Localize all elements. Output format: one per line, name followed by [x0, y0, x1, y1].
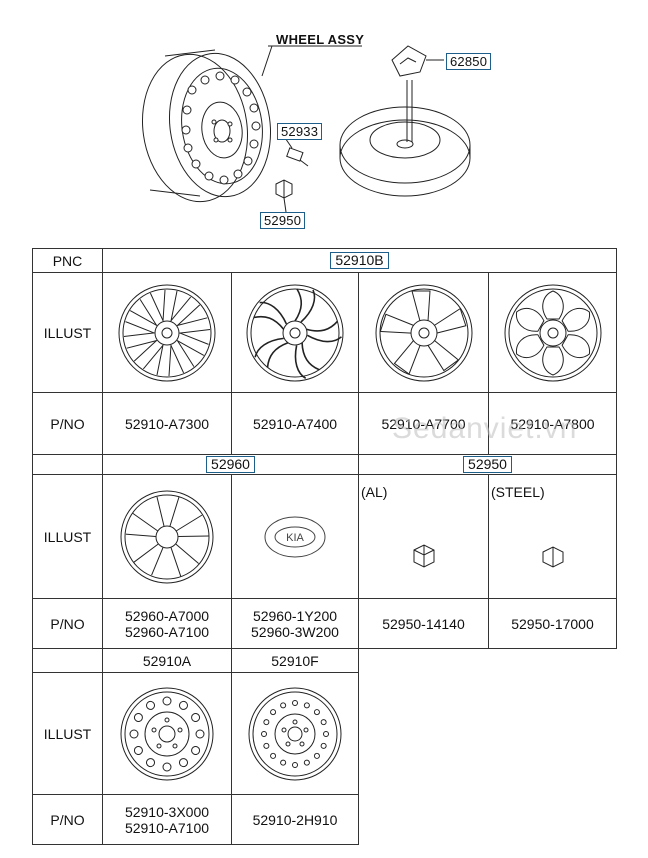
part-number[interactable]: 52960-A7000: [124, 607, 210, 624]
pnc-52910a[interactable]: 52910A: [102, 648, 232, 673]
part-number[interactable]: 52960-3W200: [251, 623, 339, 640]
part-number[interactable]: 52960-A7100: [124, 623, 210, 640]
tag-steel: (STEEL): [491, 483, 545, 500]
part-number[interactable]: 52960-1Y200: [252, 607, 338, 624]
alloy-wheel-icon[interactable]: [501, 281, 605, 385]
table-row: ILLUST: [32, 672, 617, 795]
row-label-pno: P/NO: [32, 392, 103, 455]
part-number[interactable]: 52910-A7700: [358, 392, 489, 455]
row-label-pno: P/NO: [32, 794, 103, 845]
alloy-wheel-icon[interactable]: [372, 281, 476, 385]
steel-wheel-2h910-cell: [231, 672, 359, 795]
wheel-assembly-illustration: [141, 45, 471, 213]
row-label-illust: ILLUST: [32, 672, 103, 795]
wheel-assy-label: WHEEL ASSY: [276, 32, 365, 47]
logo-text: KIA: [286, 532, 304, 544]
part-number[interactable]: 52950-17000: [488, 598, 617, 649]
part-number[interactable]: 52950-14140: [358, 598, 489, 649]
alloy-nut-cell: (AL): [358, 474, 489, 599]
part-number[interactable]: 52910-A7100: [124, 819, 210, 836]
steel-wheel-icon[interactable]: [245, 684, 345, 784]
table-row: 52910A 52910F: [32, 648, 617, 673]
wheel-cover-a7000-cell: [102, 474, 232, 599]
lug-nut-icon[interactable]: [409, 482, 439, 592]
part-number[interactable]: 52910-3X000: [124, 803, 210, 820]
table-row: P/NO 52960-A7000 52960-A7100 52960-1Y200…: [32, 598, 617, 649]
alloy-wheel-a7800-cell: [488, 272, 617, 393]
part-number[interactable]: 52910-A7400: [231, 392, 359, 455]
table-row: PNC 52910B: [32, 248, 617, 273]
wheel-cover-icon[interactable]: [117, 487, 217, 587]
kia-logo-cap-icon[interactable]: KIA: [260, 512, 330, 562]
table-row: ILLUST: [32, 272, 617, 393]
callout-62850[interactable]: 62850: [446, 53, 492, 70]
table-row: 52960 52950: [32, 454, 617, 475]
pnc-52910f[interactable]: 52910F: [231, 648, 359, 673]
part-number[interactable]: 52910-2H910: [231, 794, 359, 845]
table-row: P/NO 52910-3X000 52910-A7100 52910-2H910: [32, 794, 617, 845]
callout-52950[interactable]: 52950: [260, 212, 306, 229]
steel-wheel-3x000-cell: [102, 672, 232, 795]
pnc-52960[interactable]: 52960: [206, 456, 255, 473]
alloy-wheel-icon[interactable]: [115, 281, 219, 385]
pnc-52910b[interactable]: 52910B: [330, 252, 389, 269]
part-number[interactable]: 52910-A7300: [102, 392, 232, 455]
part-number[interactable]: 52910-A7800: [488, 392, 617, 455]
steel-wheel-icon[interactable]: [117, 684, 217, 784]
hub-cap-cell: KIA: [231, 474, 359, 599]
alloy-wheel-a7700-cell: [358, 272, 489, 393]
parts-table: PNC 52910B ILLUST: [32, 248, 617, 845]
callout-52933[interactable]: 52933: [277, 123, 323, 140]
row-label-illust: ILLUST: [32, 272, 103, 393]
table-row: ILLUST KIA (AL): [32, 474, 617, 599]
row-label-illust: ILLUST: [32, 474, 103, 599]
alloy-wheel-a7300-cell: [102, 272, 232, 393]
lug-nut-icon[interactable]: [538, 482, 568, 592]
pnc-header-cell: 52910B: [102, 248, 617, 273]
table-row: P/NO 52910-A7300 52910-A7400 52910-A7700…: [32, 392, 617, 455]
row-label-pnc: PNC: [32, 248, 103, 273]
alloy-wheel-a7400-cell: [231, 272, 359, 393]
row-label-pno: P/NO: [32, 598, 103, 649]
alloy-wheel-icon[interactable]: [243, 281, 347, 385]
steel-nut-cell: (STEEL): [488, 474, 617, 599]
pnc-52950[interactable]: 52950: [463, 456, 512, 473]
tag-al: (AL): [361, 483, 388, 500]
